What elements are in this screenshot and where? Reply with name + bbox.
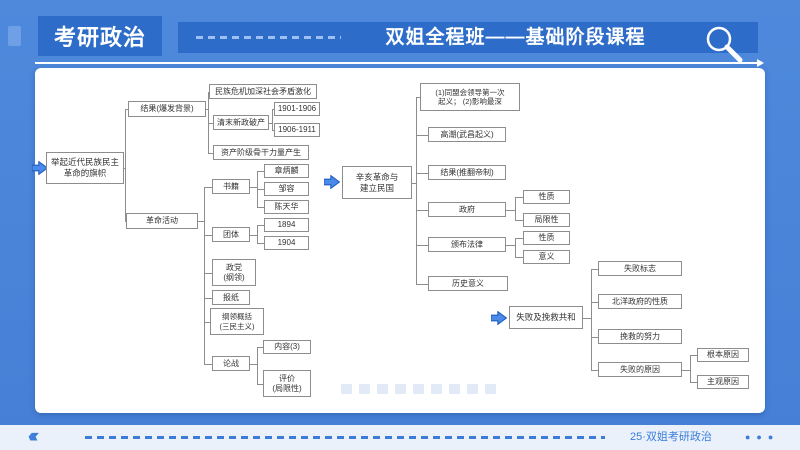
search-icon (700, 22, 748, 66)
node-books: 书籍 (212, 179, 250, 194)
header: 考研政治 双姐全程班——基础阶段课程 (0, 0, 800, 67)
mindmap-canvas: 举起近代民族民主 革命的旗帜 结果(爆发背景) 民族危机加深社会矛盾激化 清末新… (31, 68, 765, 413)
pointer-arrow-icon (323, 174, 341, 190)
node-zhang-binglin: 章炳麟 (264, 164, 309, 178)
node-revolution-activities: 革命活动 (126, 213, 198, 229)
title-bar: 双姐全程班——基础阶段课程 (178, 22, 758, 53)
node-government: 政府 (428, 202, 506, 217)
node-xinhai-revolution: 辛亥革命与 建立民国 (342, 166, 412, 199)
node-gov-nature: 性质 (523, 190, 570, 204)
node-failure-reasons: 失败的原因 (598, 362, 682, 377)
page-title: 双姐全程班——基础阶段课程 (385, 27, 646, 48)
node-debate-evaluation: 评价 (局限性) (263, 370, 311, 397)
node-zou-rong: 邹容 (264, 182, 309, 196)
node-promulgate-law: 颁布法律 (428, 237, 506, 252)
app-badge: 考研政治 (38, 16, 162, 56)
header-underline-arrow (35, 62, 759, 64)
node-failure-mark: 失败标志 (598, 261, 682, 276)
dots-icon: ●●● (745, 432, 780, 442)
node-failure-save-republic: 失败及挽救共和 (509, 306, 583, 329)
node-climax-wuchang: 高潮(武昌起义) (428, 127, 506, 142)
node-rescue-efforts: 挽救的努力 (598, 329, 682, 344)
node-newspaper: 报纸 (212, 290, 250, 305)
node-gov-limitation: 局限性 (523, 213, 570, 227)
arrowhead-icon (757, 59, 764, 67)
node-law-nature: 性质 (523, 231, 570, 245)
pointer-arrow-icon (490, 310, 508, 326)
node-groups: 团体 (212, 227, 250, 242)
node-debate-content: 内容(3) (263, 340, 311, 354)
footer-dashed-line (85, 436, 605, 439)
node-chen-tianhua: 陈天华 (264, 200, 309, 214)
footer: ‹‹‹ 25·双姐考研政治 ●●● (0, 425, 800, 450)
connector-lines (124, 92, 697, 385)
node-result-overthrow: 结果(推翻帝制) (428, 165, 506, 180)
node-beiyang-gov-nature: 北洋政府的性质 (598, 294, 682, 309)
node-root-banner: 举起近代民族民主 革命的旗帜 (46, 152, 124, 184)
node-tongmenghui-uprising: (1)同盟会领导第一次 起义； (2)影响最深 (420, 83, 520, 111)
node-historical-significance: 历史意义 (428, 276, 508, 291)
node-1901-1906: 1901-1906 (274, 102, 320, 116)
node-root-cause: 根本原因 (697, 348, 749, 362)
node-law-significance: 意义 (523, 250, 570, 264)
node-debate: 论战 (212, 356, 250, 371)
node-national-crisis: 民族危机加深社会矛盾激化 (209, 84, 317, 99)
back-chevrons-icon: ‹‹‹ (28, 426, 39, 447)
node-background-branch: 结果(爆发背景) (128, 101, 206, 117)
pointer-arrow-icon (31, 160, 49, 176)
node-program-three-principles: 纲领概括 (三民主义) (210, 308, 264, 335)
node-1894: 1894 (264, 218, 309, 232)
accent-square (8, 26, 21, 46)
watermark-squares (341, 384, 496, 394)
node-subjective-cause: 主观原因 (697, 375, 749, 389)
node-qing-new-policy: 清末新政破产 (213, 115, 269, 130)
node-1904: 1904 (264, 236, 309, 250)
footer-page-label: 25·双姐考研政治 (630, 431, 712, 443)
dashed-line-decoration (196, 36, 341, 39)
node-1906-1911: 1906-1911 (274, 123, 320, 137)
node-party: 政党 (纲领) (212, 259, 256, 286)
node-bourgeois-backbone: 资产阶级骨干力量产生 (213, 145, 309, 160)
